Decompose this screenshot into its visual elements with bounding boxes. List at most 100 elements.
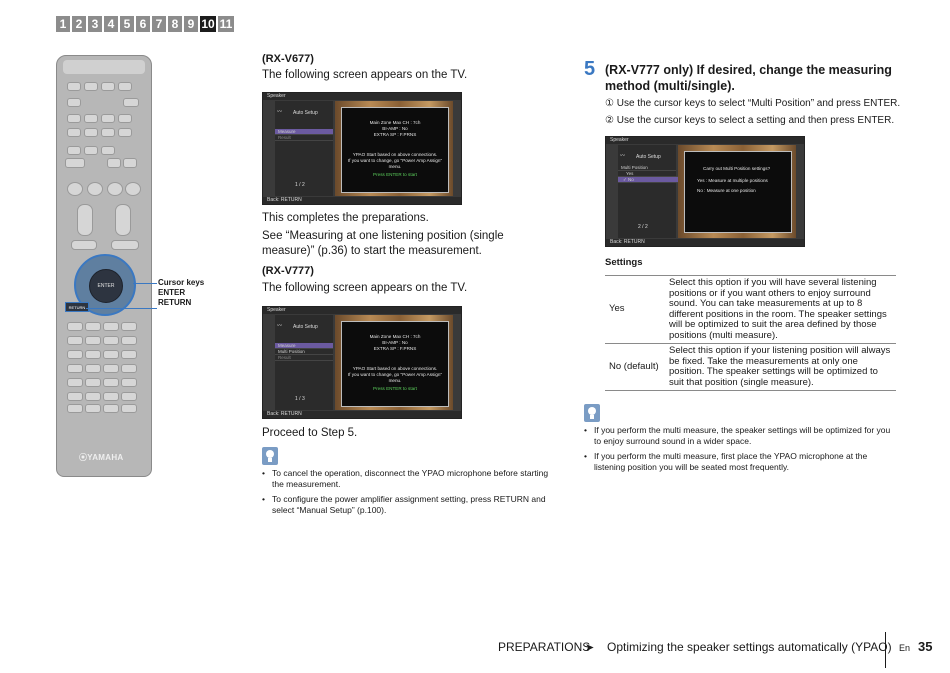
remote-button	[71, 240, 97, 250]
tip-item: If you perform the multi measure, the sp…	[584, 425, 896, 446]
menu-measure: Measure	[275, 343, 333, 349]
remote-button	[67, 322, 83, 331]
remote-button	[118, 128, 132, 137]
remote-button	[118, 82, 132, 91]
note-change: If you want to change, go "Power Amp Ass…	[347, 158, 443, 169]
tab-3[interactable]: 3	[88, 16, 102, 32]
note-change: If you want to change, go "Power Amp Ass…	[347, 372, 443, 383]
screen-popup: Main Zone Max CH : 7ch BI-AMP : No EXTRA…	[341, 107, 449, 193]
remote-button	[67, 114, 81, 123]
right-tips: If you perform the multi measure, the sp…	[584, 425, 896, 477]
remote-button	[65, 158, 85, 168]
remote-button	[101, 128, 115, 137]
tip-item: To cancel the operation, disconnect the …	[262, 468, 554, 489]
remote-button	[123, 158, 137, 168]
tab-6[interactable]: 6	[136, 16, 150, 32]
step5-title: (RX-V777 only) If desired, change the me…	[605, 62, 892, 94]
auto-setup-icon: 〰	[620, 153, 626, 159]
option-no: ✓ No	[618, 177, 678, 183]
setting-key: No (default)	[605, 343, 665, 391]
setting-key: Yes	[605, 275, 665, 344]
see-measuring-text: See “Measuring at one listening position…	[262, 230, 504, 257]
tab-4[interactable]: 4	[104, 16, 118, 32]
remote-program-rocker	[77, 204, 93, 236]
line-bi-amp: BI-AMP : No	[382, 126, 408, 131]
remote-button	[67, 364, 83, 373]
intro-677: The following screen appears on the TV.	[262, 69, 468, 81]
left-tips: To cancel the operation, disconnect the …	[262, 468, 554, 520]
callout-cursor-keys: Cursor keys	[158, 278, 205, 287]
settings-table: Yes Select this option if you will have …	[605, 275, 896, 391]
tip-lightbulb-icon	[584, 404, 600, 422]
line-main-zone: Main Zone Max CH : 7ch	[369, 334, 421, 339]
step5-title-line2: method (multi/single).	[605, 79, 735, 93]
screen-bottom-bar: Back: RETURN	[263, 197, 461, 204]
note-ypao-start: YPAO Start based on above connections.	[352, 366, 438, 371]
table-row: No (default) Select this option if your …	[605, 343, 896, 391]
tv-screen-rx-v677: Speaker 〰 Auto Setup Measure Result 1 / …	[262, 92, 462, 205]
remote-volume-rocker	[115, 204, 131, 236]
remote-button	[67, 146, 81, 155]
tab-5[interactable]: 5	[120, 16, 134, 32]
remote-button	[101, 114, 115, 123]
remote-button	[67, 350, 83, 359]
yamaha-logo: ⦿YAMAHA	[79, 453, 124, 462]
heading-rx-v777: (RX-V777)	[262, 265, 314, 277]
remote-button	[67, 98, 81, 107]
proceed-text: Proceed to Step 5.	[262, 427, 358, 439]
footer-divider	[885, 632, 886, 668]
tab-8[interactable]: 8	[168, 16, 182, 32]
menu-result: Result	[275, 355, 333, 361]
screen-top-bar: Speaker	[606, 137, 804, 144]
remote-button	[111, 240, 139, 250]
remote-button	[85, 392, 101, 401]
tab-7[interactable]: 7	[152, 16, 166, 32]
remote-button	[67, 378, 83, 387]
substep-2: ② Use the cursor keys to select a settin…	[605, 115, 895, 126]
screen-menu-panel	[275, 101, 333, 196]
remote-button	[101, 82, 115, 91]
tab-2[interactable]: 2	[72, 16, 86, 32]
press-enter-text: Press ENTER to start	[373, 172, 417, 177]
step-number: 5	[584, 58, 596, 80]
tab-9[interactable]: 9	[184, 16, 198, 32]
remote-button	[103, 404, 119, 413]
tab-11[interactable]: 11	[218, 16, 234, 32]
remote-button	[121, 378, 137, 387]
footer-topic[interactable]: Optimizing the speaker settings automati…	[607, 640, 892, 654]
remote-button	[107, 182, 123, 196]
remote-button	[67, 128, 81, 137]
remote-button	[103, 350, 119, 359]
callout-line-cursor	[133, 283, 157, 284]
remote-button	[121, 404, 137, 413]
remote-button	[103, 336, 119, 345]
remote-control-illustration: ENTER RETURN ⦿YAMAHA	[56, 55, 152, 477]
footer-section[interactable]: PREPARATIONS	[498, 640, 591, 654]
step5-title-line1: (RX-V777 only) If desired, change the me…	[605, 63, 892, 77]
screen-bottom-bar: Back: RETURN	[606, 239, 804, 246]
line-extra-sp: EXTRA SP : F.PRNS	[373, 346, 417, 351]
remote-button	[85, 364, 101, 373]
remote-button	[121, 392, 137, 401]
press-enter-text: Press ENTER to start	[373, 386, 417, 391]
line-main-zone: Main Zone Max CH : 7ch	[369, 120, 421, 125]
screen-popup: Carry out Multi Position settings? Yes :…	[684, 151, 792, 233]
screen-top-bar: Speaker	[263, 93, 461, 100]
heading-rx-v677: (RX-V677)	[262, 53, 314, 65]
auto-setup-icon: 〰	[277, 109, 283, 115]
remote-enter-button: ENTER	[89, 269, 123, 303]
tab-1[interactable]: 1	[56, 16, 70, 32]
remote-button	[87, 182, 103, 196]
screen-page: 2 / 2	[638, 224, 648, 230]
screen-title: Auto Setup	[636, 154, 661, 160]
tip-lightbulb-icon	[262, 447, 278, 465]
callout-enter: ENTER	[158, 288, 186, 297]
line-bi-amp: BI-AMP : No	[382, 340, 408, 345]
line-extra-sp: EXTRA SP : F.PRNS	[373, 132, 417, 137]
tv-screen-rx-v777: Speaker 〰 Auto Setup Measure Multi Posit…	[262, 306, 462, 419]
remote-callout: Cursor keys ENTER RETURN	[158, 278, 204, 308]
remote-button	[85, 336, 101, 345]
tab-10[interactable]: 10	[200, 16, 216, 32]
remote-button	[67, 82, 81, 91]
screen-popup: Main Zone Max CH : 7ch BI-AMP : No EXTRA…	[341, 321, 449, 407]
